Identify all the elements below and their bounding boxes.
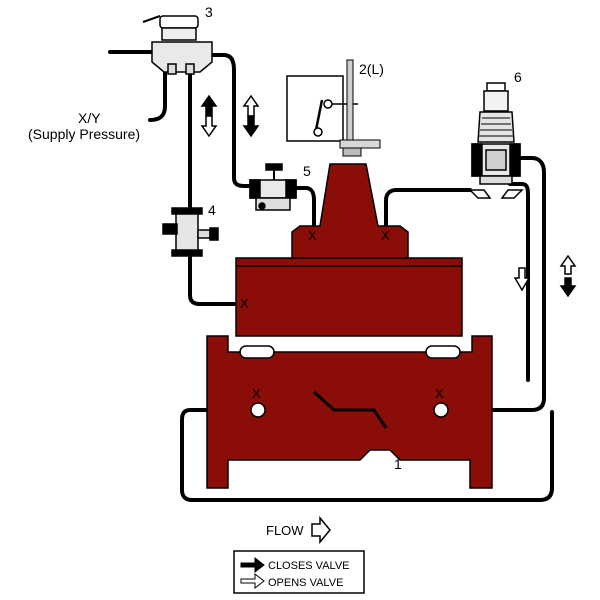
- valve-seat-line: [312, 390, 388, 429]
- actuator-limit-switch: [286, 59, 381, 157]
- double-arrow-left: [200, 94, 218, 138]
- body-slots: [239, 345, 461, 359]
- flow-arrow-icon: [311, 515, 331, 545]
- pilot6-lower-line: [508, 182, 530, 382]
- outlet-port: [433, 402, 449, 418]
- label-supply-pressure: (Supply Pressure): [28, 126, 140, 142]
- flow-label: FLOW: [266, 523, 304, 538]
- opens-arrow-right: [513, 267, 531, 292]
- double-arrow-middle: [242, 94, 260, 138]
- main-valve-body: [206, 163, 493, 489]
- ballvalve-to-bonnet-line: [294, 186, 316, 230]
- xy-supply-line: [148, 68, 167, 122]
- bonnet-to-pilot6-line: [384, 188, 472, 230]
- port-marker-cover: X: [240, 296, 249, 311]
- needle-valve-4: [162, 207, 219, 257]
- closes-arrow-icon: [240, 556, 265, 574]
- legend-closes-label: CLOSES VALVE: [268, 560, 350, 572]
- label-main-valve-1: 1: [394, 456, 402, 472]
- bottom-loop-line: [180, 408, 554, 502]
- label-actuator-2l: 2(L): [359, 61, 384, 77]
- valve-cover: [235, 257, 463, 337]
- label-pilot-6: 6: [514, 69, 522, 85]
- inlet-port: [250, 402, 266, 418]
- valve-lower-body: [206, 335, 493, 489]
- label-needle-valve-4: 4: [208, 202, 216, 218]
- valve-bonnet: [291, 163, 409, 259]
- pilot6-to-outlet-line: [444, 156, 546, 412]
- double-arrow-right: [559, 254, 577, 298]
- port-marker-bonnet-left: X: [308, 228, 317, 243]
- pilot3-to-ballvalve-line: [210, 53, 252, 188]
- port-marker-inlet: X: [252, 386, 261, 401]
- label-xy-supply: X/Y: [78, 110, 101, 126]
- pilot-valve-3: [142, 15, 213, 75]
- opens-arrow-icon: [240, 572, 265, 590]
- pilot-valve-6: [468, 82, 524, 199]
- port-marker-outlet: X: [435, 386, 444, 401]
- ball-valve-5: [249, 163, 297, 211]
- label-pilot-3: 3: [205, 4, 213, 20]
- tubing-lines: [108, 50, 554, 502]
- legend-opens-label: OPENS VALVE: [268, 577, 343, 589]
- port-marker-bonnet-right: X: [381, 228, 390, 243]
- legend-box: [233, 550, 365, 594]
- label-ball-valve-5: 5: [303, 163, 311, 179]
- needle-to-cover-line: [188, 250, 240, 306]
